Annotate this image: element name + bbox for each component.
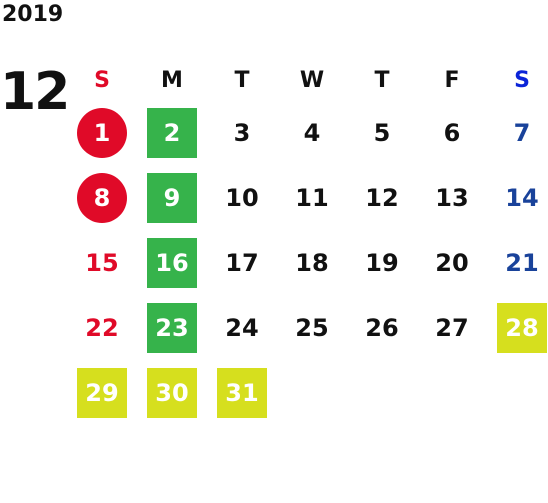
day-number: 2	[147, 107, 197, 158]
day-number: 22	[85, 313, 119, 342]
day-number: 21	[505, 248, 539, 277]
day-cell: 25	[277, 295, 347, 360]
day-number: 3	[233, 118, 251, 147]
calendar-grid: S M T W T F S 1 2 3 4 5 6 7 8 9 10 11 12…	[67, 60, 548, 425]
day-cell: 4	[277, 100, 347, 165]
day-number: 13	[435, 183, 469, 212]
day-cell: 11	[277, 165, 347, 230]
day-cell: 1	[67, 100, 137, 165]
day-cell: 23	[137, 295, 207, 360]
empty-cell	[277, 360, 347, 425]
day-cell: 16	[137, 230, 207, 295]
day-number: 27	[435, 313, 469, 342]
day-number: 19	[365, 248, 399, 277]
weekday-header-saturday: S	[514, 67, 530, 93]
day-cell: 19	[347, 230, 417, 295]
day-number: 14	[505, 183, 539, 212]
day-number: 1	[77, 107, 127, 158]
day-cell: 13	[417, 165, 487, 230]
day-number: 8	[77, 172, 127, 223]
day-number: 31	[217, 367, 267, 418]
day-number: 17	[225, 248, 259, 277]
weekday-header-friday: F	[444, 67, 460, 93]
day-number: 15	[85, 248, 119, 277]
day-number: 25	[295, 313, 329, 342]
day-cell: 14	[487, 165, 548, 230]
weekday-header-tuesday: T	[234, 67, 250, 93]
day-cell: 20	[417, 230, 487, 295]
weekday-header-monday: M	[161, 67, 183, 93]
day-cell: 9	[137, 165, 207, 230]
empty-cell	[487, 360, 548, 425]
day-cell: 8	[67, 165, 137, 230]
day-cell: 7	[487, 100, 548, 165]
weekday-header-sunday: S	[94, 67, 110, 93]
day-cell: 31	[207, 360, 277, 425]
day-cell: 10	[207, 165, 277, 230]
calendar-month: 12	[0, 62, 70, 122]
weekday-header-thursday: T	[374, 67, 390, 93]
day-cell: 29	[67, 360, 137, 425]
day-cell: 2	[137, 100, 207, 165]
day-number: 6	[443, 118, 461, 147]
day-cell: 3	[207, 100, 277, 165]
day-number: 11	[295, 183, 329, 212]
day-number: 20	[435, 248, 469, 277]
day-cell: 27	[417, 295, 487, 360]
day-cell: 18	[277, 230, 347, 295]
day-number: 28	[497, 302, 547, 353]
weekday-header-wednesday: W	[299, 67, 325, 93]
day-number: 9	[147, 172, 197, 223]
day-number: 30	[147, 367, 197, 418]
day-number: 7	[513, 118, 531, 147]
day-cell: 12	[347, 165, 417, 230]
day-number: 29	[77, 367, 127, 418]
day-cell: 15	[67, 230, 137, 295]
day-number: 5	[373, 118, 391, 147]
calendar-year: 2019	[2, 2, 64, 27]
day-number: 24	[225, 313, 259, 342]
day-cell: 21	[487, 230, 548, 295]
empty-cell	[417, 360, 487, 425]
day-cell: 24	[207, 295, 277, 360]
day-cell: 22	[67, 295, 137, 360]
day-number: 18	[295, 248, 329, 277]
day-number: 16	[147, 237, 197, 288]
day-cell: 30	[137, 360, 207, 425]
day-cell: 28	[487, 295, 548, 360]
empty-cell	[347, 360, 417, 425]
day-number: 12	[365, 183, 399, 212]
day-number: 10	[225, 183, 259, 212]
day-number: 4	[303, 118, 321, 147]
day-number: 23	[147, 302, 197, 353]
day-cell: 26	[347, 295, 417, 360]
day-number: 26	[365, 313, 399, 342]
day-cell: 5	[347, 100, 417, 165]
day-cell: 6	[417, 100, 487, 165]
day-cell: 17	[207, 230, 277, 295]
